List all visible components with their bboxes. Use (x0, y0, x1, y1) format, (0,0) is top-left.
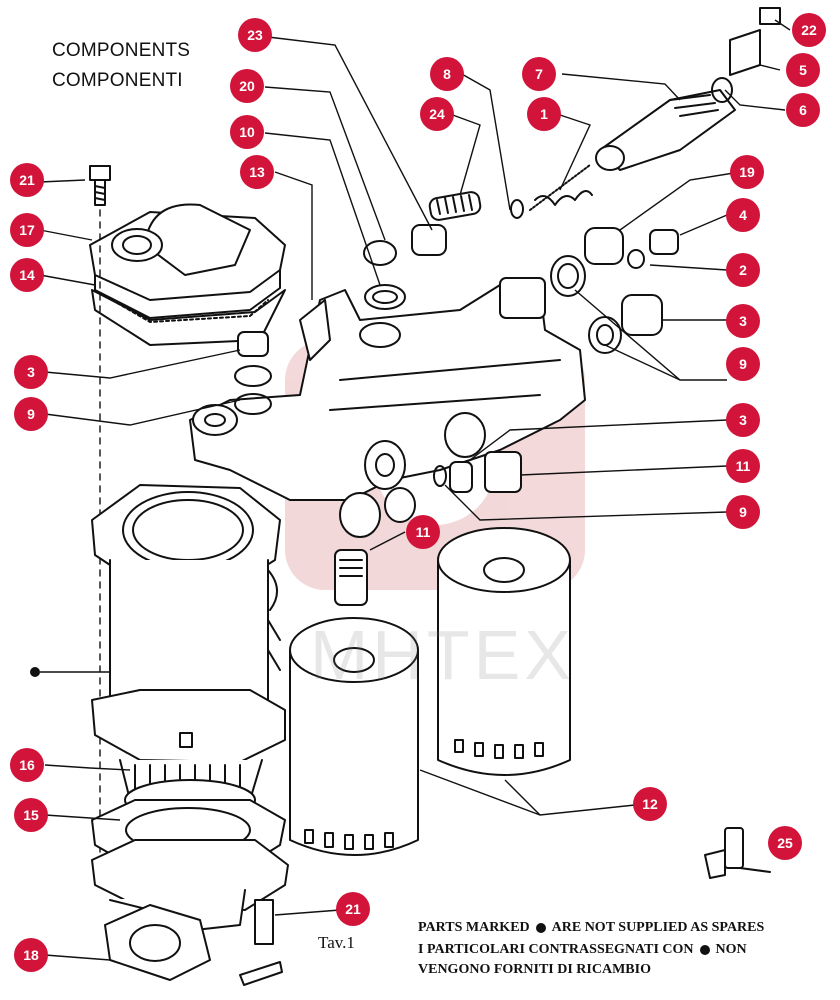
callout-14[interactable]: 14 (10, 258, 44, 292)
callout-4[interactable]: 4 (726, 198, 760, 232)
filter-cartridges (289, 527, 571, 856)
callout-1[interactable]: 1 (527, 97, 561, 131)
note-line-2: I PARTICOLARI CONTRASSEGNATI CON NON (418, 942, 747, 958)
callout-25[interactable]: 25 (768, 826, 802, 860)
bottom-bolts (239, 899, 283, 986)
top-cover (89, 203, 286, 346)
callout-9-right-top[interactable]: 9 (726, 347, 760, 381)
marked-dot-note-1 (535, 922, 546, 933)
callout-5[interactable]: 5 (786, 53, 820, 87)
title-components: COMPONENTS (52, 40, 191, 61)
callout-15[interactable]: 15 (14, 798, 48, 832)
callout-21-bottom[interactable]: 21 (336, 892, 370, 926)
callout-18[interactable]: 18 (14, 938, 48, 972)
callout-9-right-bottom[interactable]: 9 (726, 495, 760, 529)
callout-20[interactable]: 20 (230, 69, 264, 103)
title-componenti: COMPONENTI (52, 70, 183, 91)
callout-13[interactable]: 13 (240, 155, 274, 189)
callout-9-left[interactable]: 9 (14, 397, 48, 431)
plugs-left (234, 331, 272, 415)
callout-8[interactable]: 8 (430, 57, 464, 91)
callout-17[interactable]: 17 (10, 213, 44, 247)
callout-21-top[interactable]: 21 (10, 163, 44, 197)
marked-dot (30, 667, 40, 677)
callout-22[interactable]: 22 (792, 13, 826, 47)
watermark-text: MHTEX (310, 616, 575, 694)
callout-24[interactable]: 24 (420, 97, 454, 131)
callout-23[interactable]: 23 (238, 18, 272, 52)
filter-housing (91, 484, 289, 981)
note-line-3: VENGONO FORNITI DI RICAMBIO (418, 962, 651, 977)
note-line-1-end: ARE NOT SUPPLIED AS SPARES (551, 920, 765, 935)
right-plugs (334, 227, 679, 606)
manifold (189, 277, 586, 538)
callout-12[interactable]: 12 (633, 787, 667, 821)
note-line-2-end: NON (715, 942, 747, 957)
callout-7[interactable]: 7 (522, 57, 556, 91)
note-line-2-start: I PARTICOLARI CONTRASSEGNATI CON (418, 942, 694, 957)
item-25-parts (704, 827, 771, 879)
leader-lines (39, 19, 791, 961)
callout-11-center[interactable]: 11 (406, 515, 440, 549)
callout-11-right[interactable]: 11 (726, 449, 760, 483)
note-line-1: PARTS MARKED ARE NOT SUPPLIED AS SPARES (418, 920, 764, 936)
bolt-top (89, 165, 111, 206)
callout-16[interactable]: 16 (10, 748, 44, 782)
callout-10[interactable]: 10 (230, 115, 264, 149)
callout-3-left[interactable]: 3 (14, 355, 48, 389)
marked-dot-note-2 (699, 944, 710, 955)
callout-3-right-top[interactable]: 3 (726, 304, 760, 338)
callout-2[interactable]: 2 (726, 253, 760, 287)
callout-3-right-mid[interactable]: 3 (726, 403, 760, 437)
callout-6[interactable]: 6 (786, 93, 820, 127)
tav-label: Tav.1 (318, 933, 355, 952)
note-line-1-start: PARTS MARKED (418, 920, 530, 935)
callout-19[interactable]: 19 (730, 155, 764, 189)
